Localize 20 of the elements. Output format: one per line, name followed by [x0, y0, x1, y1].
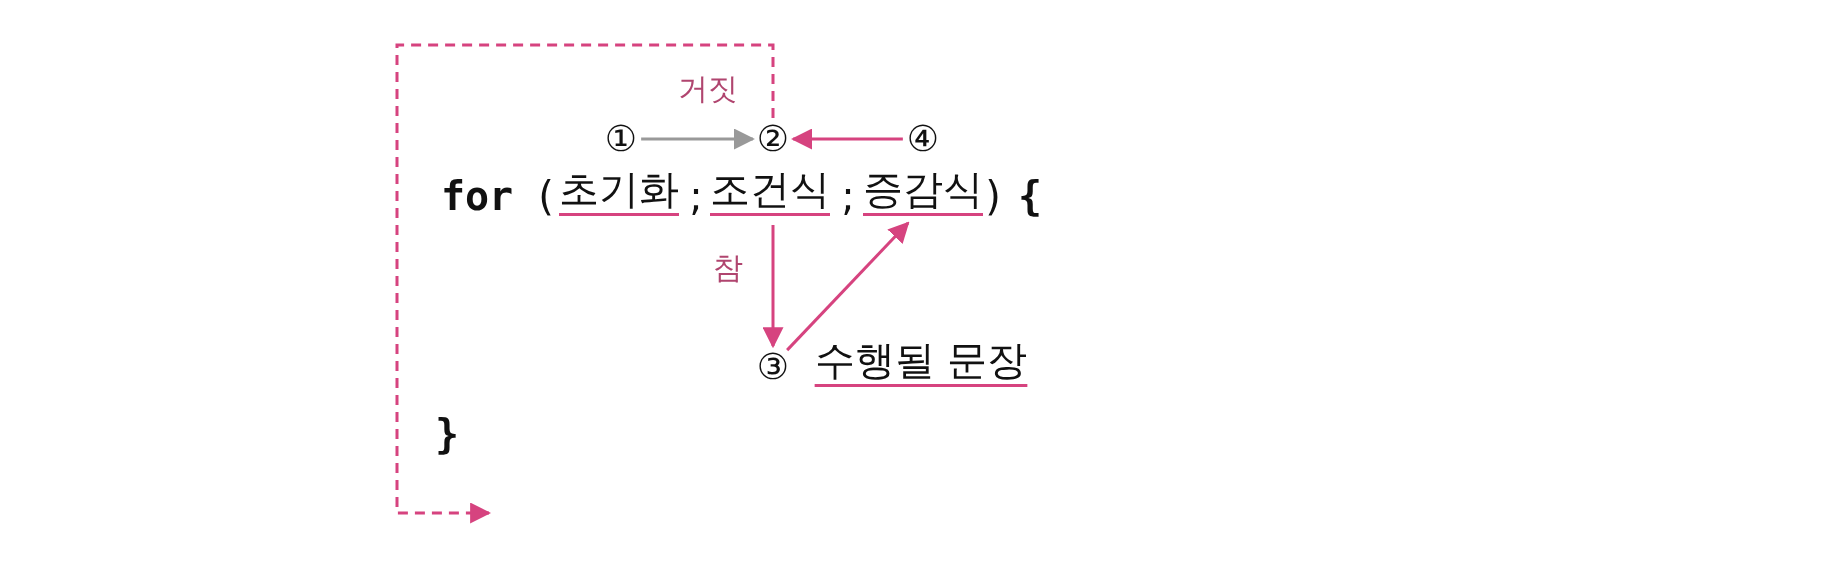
arrow [762, 225, 784, 349]
circled-number: ④ [906, 120, 940, 158]
code-text: ) [985, 175, 1001, 217]
circled-number: ② [756, 120, 790, 158]
code-text: 증감식 [863, 168, 983, 224]
code-text: ( [538, 175, 554, 217]
code-text: } [434, 413, 460, 455]
code-text: for [440, 175, 514, 217]
arrow [791, 128, 903, 150]
code-text: { [1017, 175, 1043, 217]
arrow [395, 43, 775, 524]
arrow [786, 221, 910, 352]
code-text: ; [689, 175, 703, 217]
code-text: 조건식 [710, 168, 830, 224]
code-text: ; [841, 175, 855, 217]
circled-number: ① [604, 120, 638, 158]
code-text: 초기화 [559, 168, 679, 224]
arrow [641, 128, 755, 150]
code-text: 수행될 문장 [814, 339, 1028, 395]
circled-number: ③ [756, 348, 790, 386]
